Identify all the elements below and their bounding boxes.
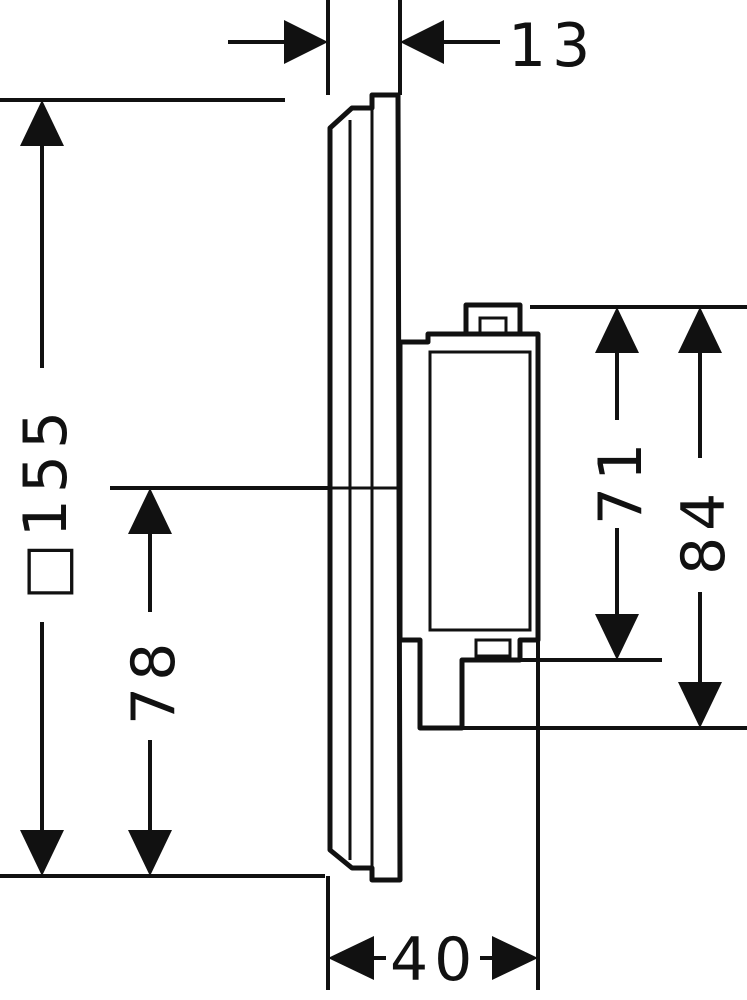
dim-overall-height: □155	[0, 98, 325, 878]
dim-overall-height-label: □155	[11, 405, 81, 600]
dim-box-height-total-label: 84	[669, 487, 739, 575]
dim-box-height-label: 71	[586, 437, 656, 525]
bottom-lug	[474, 638, 512, 658]
rear-housing-inner	[428, 350, 532, 632]
dim-center-height: 78	[110, 486, 330, 876]
dim-top-offset-label: 13	[508, 11, 596, 81]
dim-depth: 40	[326, 640, 540, 995]
dim-box-height: 71	[520, 305, 747, 662]
dim-depth-label: 40	[390, 925, 478, 995]
dim-center-height-label: 78	[119, 637, 189, 725]
dim-top-offset: 13	[228, 0, 596, 95]
dim-box-height-total: 84	[462, 307, 747, 730]
top-lug-slot	[478, 316, 508, 336]
rear-housing	[397, 331, 541, 731]
part-profile	[327, 92, 541, 883]
